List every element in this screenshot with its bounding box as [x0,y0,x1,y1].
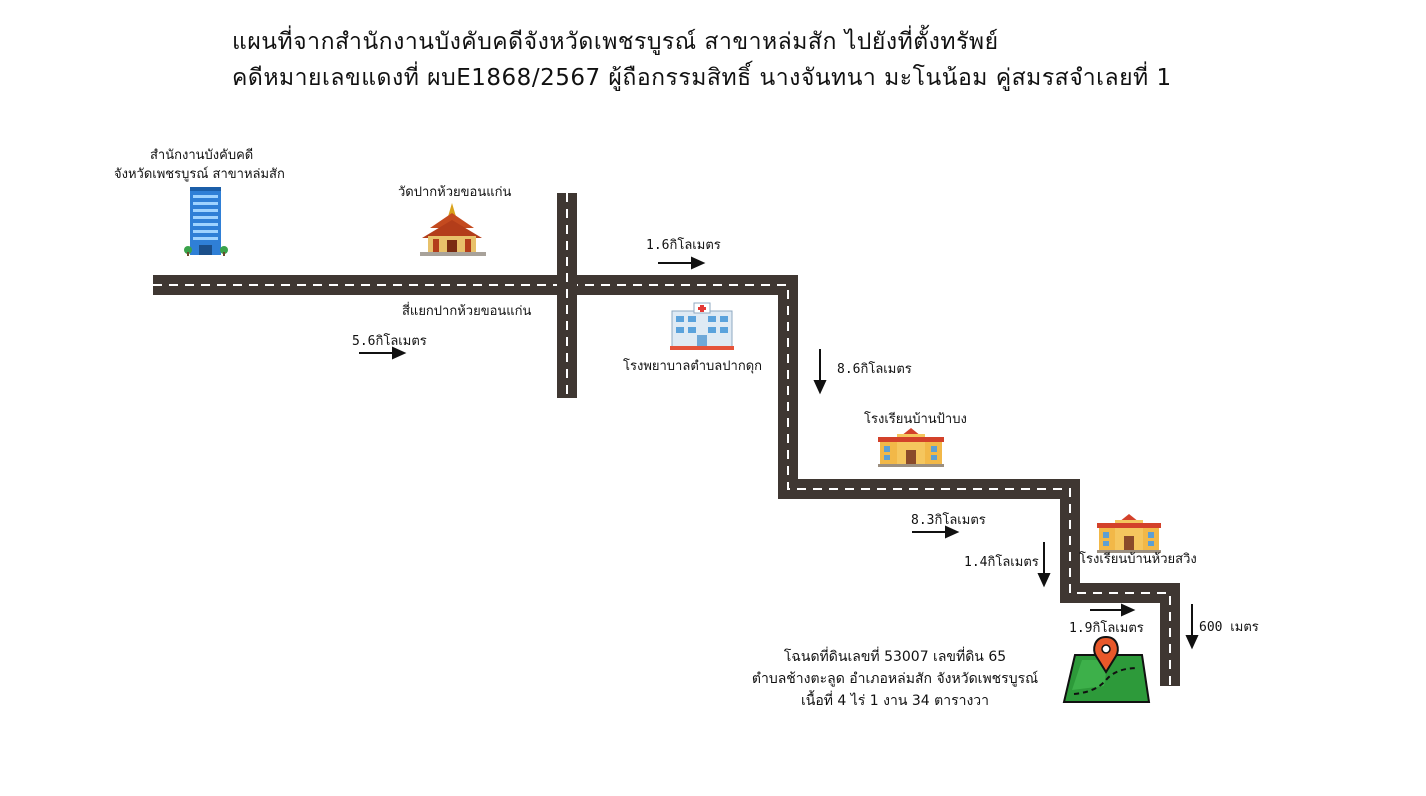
office-building-icon [184,187,228,256]
distance-label: 1.9กิโลเมตร [1069,621,1144,636]
label-office-line2: จังหวัดเพชรบูรณ์ สาขาหล่มสัก [114,167,285,182]
arrow-down-icon [813,349,827,395]
label-temple: วัดปากห้วยขอนแก่น [398,185,512,200]
distance-label: 8.6กิโลเมตร [837,362,912,377]
map-title-line2: คดีหมายเลขแดงที่ ผบE1868/2567 ผู้ถือกรรม… [232,65,1172,91]
property-info: โฉนดที่ดินเลขที่ 53007 เลขที่ดิน 65 ตำบล… [730,646,1060,712]
distance-label: 5.6กิโลเมตร [352,334,427,349]
arrow-down-icon [1185,604,1199,650]
distance-label: 600 เมตร [1199,620,1259,635]
label-hospital: โรงพยาบาลตำบลปากดุก [623,359,763,374]
property-location: ตำบลช้างตะลูด อำเภอหล่มสัก จังหวัดเพชรบู… [751,671,1039,687]
property-deed: โฉนดที่ดินเลขที่ 53007 เลขที่ดิน 65 [783,649,1007,665]
label-office-line1: สำนักงานบังคับคดี [150,148,254,163]
hospital-icon [670,302,734,350]
arrow-right-icon [658,256,706,270]
distance-label: 1.4กิโลเมตร [964,555,1039,570]
arrow-right-icon [359,346,407,360]
direction-arrows [359,256,1199,650]
map-pin-icon [1062,635,1151,703]
school-icon [1097,514,1161,553]
arrow-right-icon [912,525,960,539]
arrow-right-icon [1090,603,1136,617]
school-icon [878,428,944,467]
label-school2: โรงเรียนบ้านห้วยสวิง [1079,552,1197,567]
road-main [153,275,1180,686]
road-main-dashes [153,284,1171,686]
distance-label: 8.3กิโลเมตร [911,513,986,528]
label-school1: โรงเรียนบ้านป้าบง [864,412,967,427]
arrow-down-icon [1037,542,1051,588]
map-title-line1: แผนที่จากสำนักงานบังคับคดีจังหวัดเพชรบูร… [232,29,999,55]
label-intersection: สี่แยกปากห้วยขอนแก่น [402,304,532,319]
distance-label: 1.6กิโลเมตร [646,238,721,253]
temple-icon [420,203,486,256]
road-network [153,193,1180,686]
property-area: เนื้อที่ 4 ไร่ 1 งาน 34 ตารางวา [800,693,990,709]
